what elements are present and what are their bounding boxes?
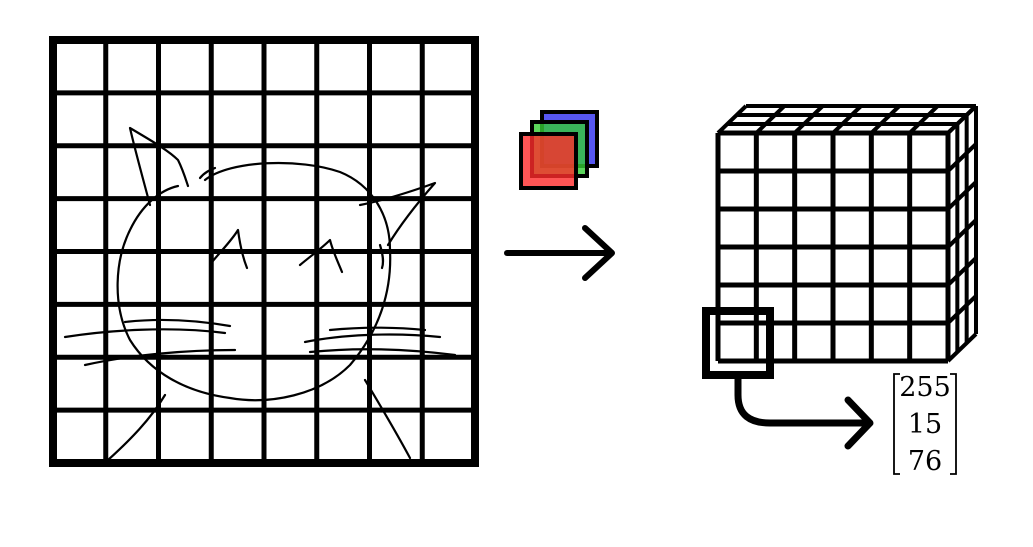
tensor-cube xyxy=(715,104,978,364)
image-grid xyxy=(49,36,479,467)
vector-value-blue: 76 xyxy=(908,446,942,477)
vector-value-red: 255 xyxy=(899,372,951,403)
vector-value-green: 15 xyxy=(908,409,942,440)
cube-side-row-line xyxy=(946,294,978,325)
cat-left-whisker-1 xyxy=(63,328,227,339)
pixel-to-vector-arrow xyxy=(734,373,874,450)
cat-left-whisker-2 xyxy=(123,318,232,328)
cube-side-row-line xyxy=(946,180,978,211)
cat-left-ear-inner xyxy=(198,166,217,180)
cat-left-eye xyxy=(210,228,249,270)
cube-side-row-line xyxy=(946,332,978,363)
cube-side-row-line xyxy=(946,142,978,173)
cube-front-face xyxy=(715,130,951,364)
cube-top-col-line xyxy=(908,104,940,135)
cat-right-eye xyxy=(298,238,344,274)
red-channel-square xyxy=(519,132,578,190)
cat-left-leg xyxy=(106,393,167,462)
cat-right-ear-inner xyxy=(378,243,385,270)
cat-right-whisker-3 xyxy=(328,326,427,332)
cat-head-outline xyxy=(116,161,392,402)
cat-right-whisker-2 xyxy=(308,348,457,357)
cube-side-row-line xyxy=(946,256,978,287)
vector-left-bracket xyxy=(893,373,900,475)
pixel-vector: 255 15 76 xyxy=(893,372,957,477)
conversion-arrow xyxy=(504,225,615,281)
cube-top-face xyxy=(716,104,978,135)
cat-right-whisker-1 xyxy=(303,333,442,344)
cat-sketch xyxy=(63,126,457,462)
cube-top-col-line xyxy=(869,104,901,135)
cat-right-ear xyxy=(358,181,437,247)
vector-right-bracket xyxy=(950,373,957,475)
cube-side-face xyxy=(946,104,978,363)
cube-top-col-line xyxy=(716,104,748,135)
cube-side-row-line xyxy=(946,218,978,249)
cube-top-col-line xyxy=(831,104,863,135)
cube-side-row-line xyxy=(946,104,978,135)
cat-left-whisker-3 xyxy=(83,348,237,367)
cat-right-leg xyxy=(363,378,412,460)
cat-left-ear xyxy=(128,126,190,207)
cube-top-col-line xyxy=(754,104,786,135)
rgb-channels-icon xyxy=(519,110,599,190)
cube-top-col-line xyxy=(793,104,825,135)
